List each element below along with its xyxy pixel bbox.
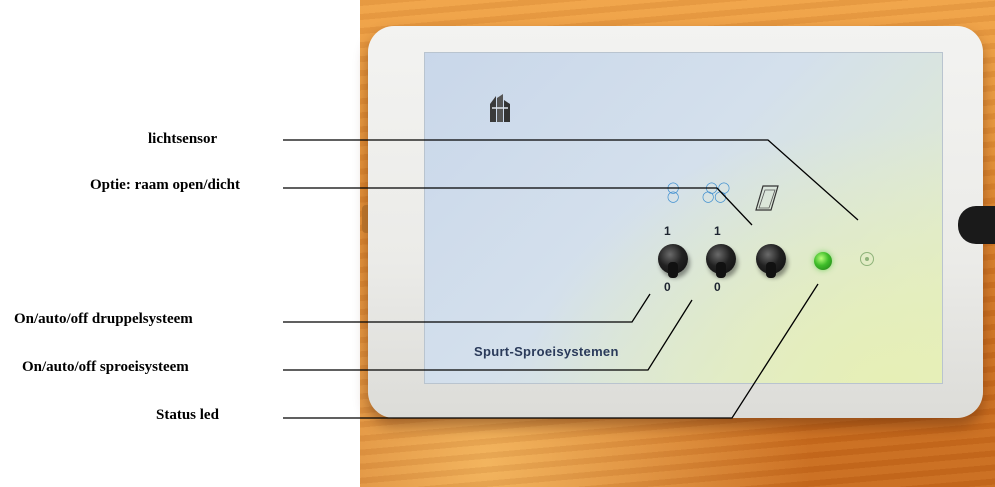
druppel-line xyxy=(283,294,650,322)
sproei-line xyxy=(283,300,692,370)
lichtsensor-line xyxy=(283,140,858,220)
raam-line xyxy=(283,188,752,225)
label-status: Status led xyxy=(156,406,219,424)
label-raam: Optie: raam open/dicht xyxy=(90,176,240,194)
label-sproei: On/auto/off sproeisysteem xyxy=(22,358,189,376)
label-druppel: On/auto/off druppelsysteem xyxy=(14,310,193,328)
status-line xyxy=(283,284,818,418)
label-lichtsensor: lichtsensor xyxy=(148,130,217,148)
